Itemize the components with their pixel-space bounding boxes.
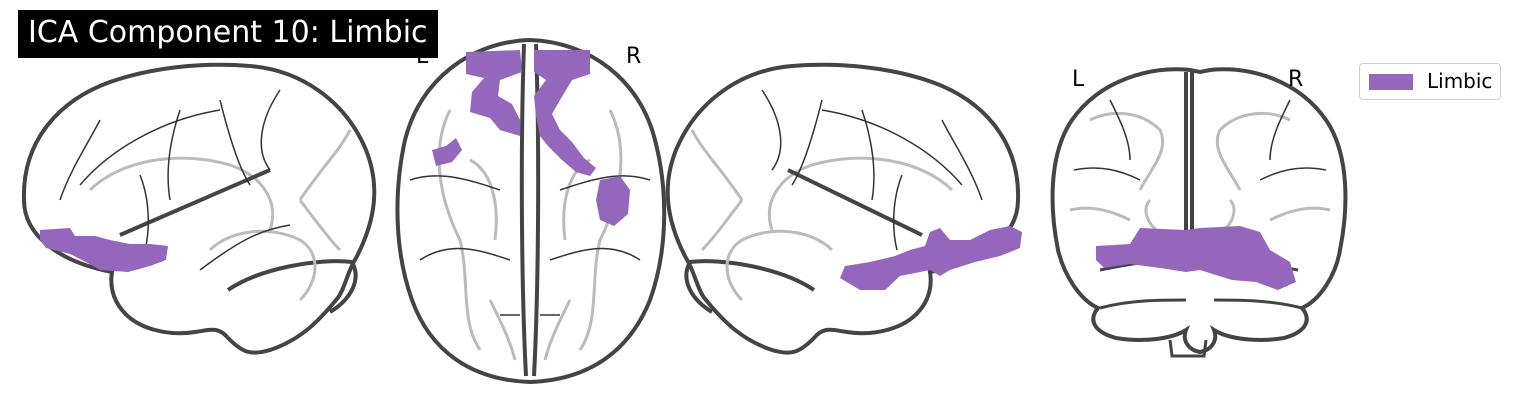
brain-outline	[21, 62, 377, 355]
legend-label: Limbic	[1427, 69, 1493, 93]
limbic-blob	[40, 228, 168, 272]
legend: Limbic	[1359, 63, 1501, 100]
axial-view	[395, 37, 667, 385]
brain-outline	[665, 62, 1021, 355]
axial-right-label: R	[626, 44, 642, 69]
figure-title: ICA Component 10: Limbic	[18, 10, 438, 58]
limbic-blob	[432, 138, 462, 166]
sagittal-right-view	[665, 62, 1022, 355]
coronal-view	[1050, 67, 1348, 358]
limbic-blob	[596, 176, 630, 226]
cerebellum-outline	[684, 259, 816, 314]
axial-left-label: L	[416, 44, 429, 69]
coronal-left-label: L	[1072, 67, 1085, 92]
legend-swatch	[1369, 74, 1413, 90]
brain-outline	[395, 37, 667, 385]
limbic-blob	[466, 50, 522, 136]
limbic-blob	[840, 226, 1022, 290]
cerebellum-outline	[226, 259, 358, 314]
sagittal-left-view	[21, 62, 377, 355]
limbic-blob	[534, 50, 596, 176]
limbic-blob	[1096, 226, 1296, 290]
coronal-right-label: R	[1288, 67, 1304, 92]
brain-outline	[1050, 67, 1348, 355]
